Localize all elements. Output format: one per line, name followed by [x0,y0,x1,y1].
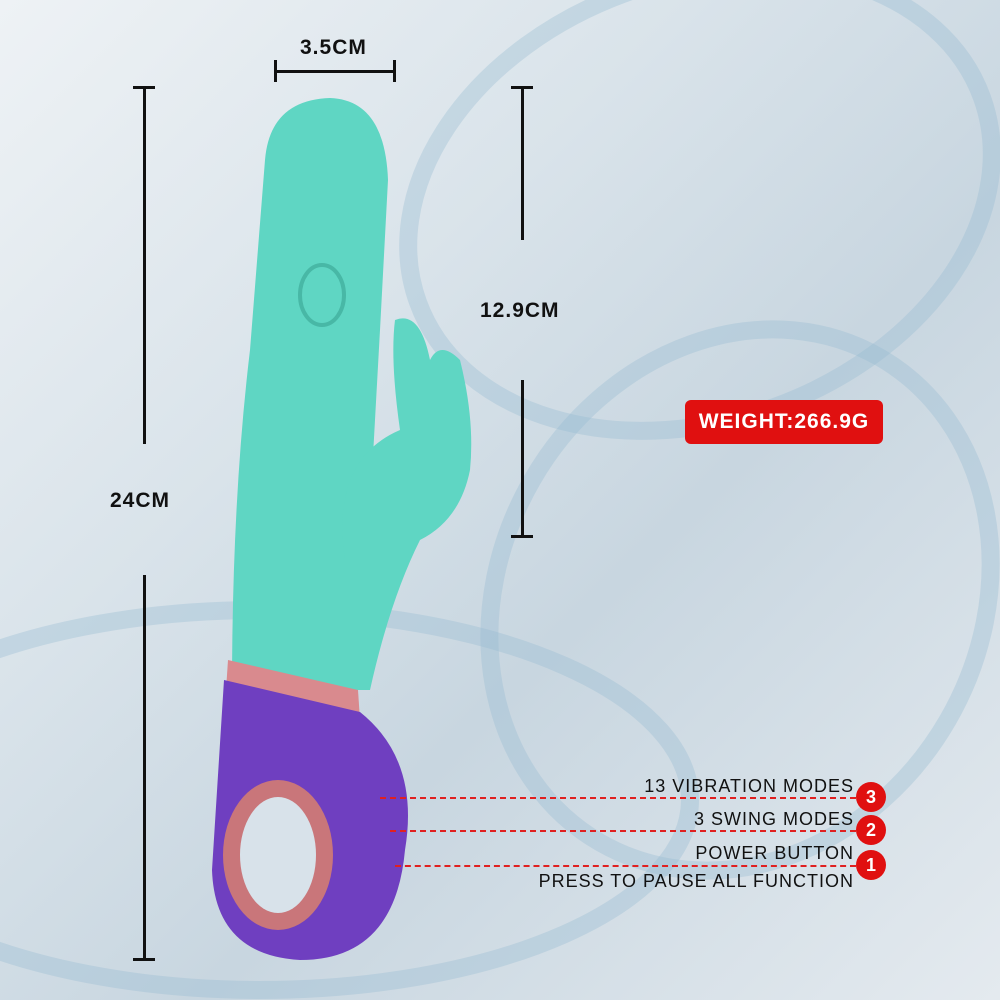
product-detail [298,263,346,327]
length-dimension-tick [133,958,155,961]
length-label: 24CM [110,489,171,512]
feature-number-1: 1 [856,850,886,880]
width-label: 3.5CM [300,36,367,59]
width-dimension-tick [393,60,396,82]
insert-dimension-tick [511,535,533,538]
weight-badge: WEIGHT:266.9G [685,400,883,444]
feature-label-power: POWER BUTTON [695,843,854,863]
product-ring-hole [240,797,316,913]
product-arm [342,318,472,690]
insert-length-label: 12.9CM [480,299,560,322]
feature-leader-line [395,865,856,867]
water-splash-decoration [480,320,1000,880]
insert-dimension-line [521,88,524,240]
feature-label-swing: 3 SWING MODES [693,809,854,829]
feature-number-2: 2 [856,815,886,845]
insert-dimension-line [521,380,524,537]
feature-number-3: 3 [856,782,886,812]
feature-sublabel-power: PRESS TO PAUSE ALL FUNCTION [538,871,854,891]
feature-leader-line [390,830,856,832]
width-dimension-line [275,70,395,73]
length-dimension-line [143,575,146,960]
insert-dimension-tick [511,86,533,89]
width-dimension-tick [274,60,277,82]
feature-leader-line [380,797,856,799]
length-dimension-tick [133,86,155,89]
feature-label-vibration: 13 VIBRATION MODES [644,776,854,796]
length-dimension-line [143,88,146,444]
